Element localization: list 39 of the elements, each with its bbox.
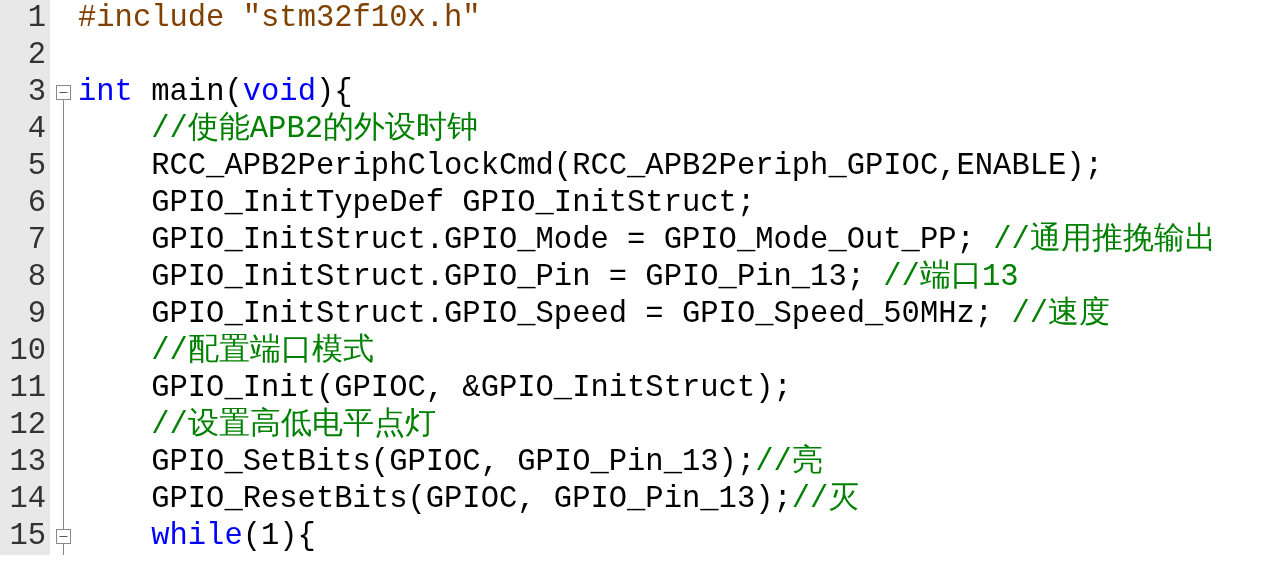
code-text: (1){ (242, 518, 316, 555)
line-number: 5 (0, 148, 50, 185)
code-comment: //通用推挽输出 (993, 222, 1216, 259)
code-text: GPIO_SetBits(GPIOC, GPIO_Pin_13); (151, 444, 756, 481)
line-number: 7 (0, 222, 50, 259)
code-comment: //使能APB2的外设时钟 (151, 111, 478, 148)
code-text: GPIO_InitStruct.GPIO_Speed = GPIO_Speed_50MHz; (151, 296, 994, 333)
code-text: GPIO_Init(GPIOC, &GPIO_InitStruct); (151, 370, 792, 407)
code-text: RCC_APB2PeriphClockCmd(RCC_APB2Periph_GPIOC,ENABLE); (151, 148, 1103, 185)
preprocessor-directive: #include (78, 0, 225, 37)
keyword: while (151, 518, 243, 555)
code-comment: //亮 (755, 444, 823, 481)
code-comment: //端口13 (883, 259, 1019, 296)
line-number: 3 (0, 74, 50, 111)
line-number: 9 (0, 296, 50, 333)
code-text: ){ (315, 74, 353, 111)
line-number: 12 (0, 407, 50, 444)
code-comment: //灭 (791, 481, 860, 518)
line-number: 13 (0, 444, 50, 481)
code-text: GPIO_InitTypeDef GPIO_InitStruct; (151, 185, 756, 222)
line-number: 2 (0, 37, 50, 74)
keyword: void (242, 74, 316, 111)
code-text: main( (151, 74, 243, 111)
line-number: 4 (0, 111, 50, 148)
line-number: 14 (0, 481, 50, 518)
keyword: int (78, 74, 133, 111)
line-number: 10 (0, 333, 50, 370)
code-comment: //速度 (1011, 296, 1111, 333)
line-number: 15 (0, 518, 50, 555)
string-literal: "stm32f10x.h" (242, 0, 481, 37)
line-number: 6 (0, 185, 50, 222)
code-comment: //设置高低电平点灯 (151, 407, 436, 444)
line-number: 8 (0, 259, 50, 296)
code-text: GPIO_InitStruct.GPIO_Mode = GPIO_Mode_Out_PP; (151, 222, 975, 259)
code-comment: //配置端口模式 (151, 333, 374, 370)
code-text: GPIO_InitStruct.GPIO_Pin = GPIO_Pin_13; (151, 259, 865, 296)
code-text: GPIO_ResetBits(GPIOC, GPIO_Pin_13); (151, 481, 792, 518)
line-number: 1 (0, 0, 50, 37)
line-number: 11 (0, 370, 50, 407)
